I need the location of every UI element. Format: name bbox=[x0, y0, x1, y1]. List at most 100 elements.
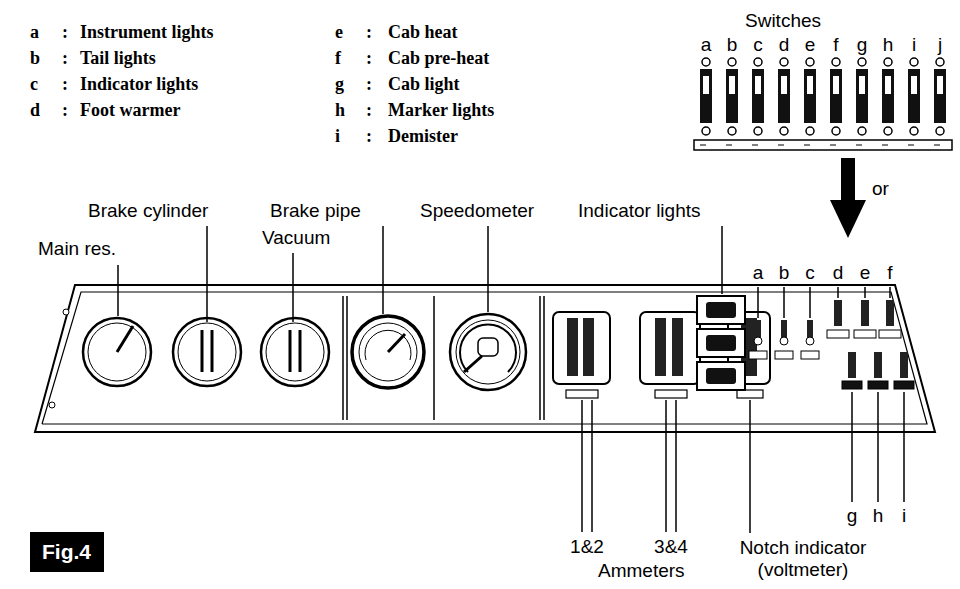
screw bbox=[858, 127, 866, 135]
label-strip bbox=[694, 140, 952, 150]
leader-line bbox=[877, 392, 879, 502]
gauge-bezel bbox=[83, 318, 151, 386]
figure-number: Fig.4 bbox=[42, 539, 92, 564]
meter-plate bbox=[566, 390, 598, 398]
screw bbox=[910, 127, 918, 135]
gauge-face bbox=[266, 323, 324, 381]
screw bbox=[728, 127, 736, 135]
toggle-plate bbox=[879, 330, 901, 338]
leader-line bbox=[757, 287, 759, 318]
toggle-plate bbox=[894, 381, 914, 389]
leader-line bbox=[591, 400, 593, 532]
divider bbox=[346, 296, 348, 420]
toggle-plate bbox=[801, 351, 819, 359]
switch-lever bbox=[833, 76, 839, 94]
key-separator: : bbox=[62, 74, 68, 95]
leader-lines bbox=[118, 226, 904, 533]
leader-line bbox=[581, 400, 583, 532]
leader-line bbox=[783, 287, 785, 318]
instrument-label: Vacuum bbox=[262, 227, 330, 249]
switch-letter: g bbox=[847, 505, 858, 527]
leader-line bbox=[809, 287, 811, 318]
screw bbox=[728, 58, 736, 66]
toggle-lever bbox=[886, 300, 894, 326]
divider bbox=[539, 296, 541, 420]
toggle-plate bbox=[775, 351, 793, 359]
gauge-needle bbox=[117, 326, 133, 352]
panel-inner-edge bbox=[42, 292, 927, 424]
switch-letter: i bbox=[912, 34, 916, 56]
switch-letter: a bbox=[701, 34, 712, 56]
toggle-plate bbox=[827, 330, 849, 338]
toggle-lever bbox=[900, 352, 908, 378]
key-separator: : bbox=[366, 74, 372, 95]
meter-scale bbox=[583, 318, 594, 376]
key-separator: : bbox=[62, 48, 68, 69]
toggle-plate bbox=[868, 381, 888, 389]
toggle-lever bbox=[781, 320, 787, 338]
switch-letter: h bbox=[873, 505, 884, 527]
leader-line bbox=[117, 265, 119, 316]
strip-marks bbox=[700, 145, 946, 146]
screw bbox=[936, 58, 944, 66]
switch-letter: e bbox=[805, 34, 816, 56]
screw bbox=[884, 58, 892, 66]
switch-letter: f bbox=[887, 262, 892, 284]
switch-slot bbox=[856, 69, 868, 123]
toggle-plate bbox=[749, 351, 767, 359]
gauge-bezel bbox=[261, 318, 329, 386]
switch-letter: e bbox=[860, 262, 871, 284]
screw bbox=[806, 58, 814, 66]
toggle-lever bbox=[807, 320, 813, 338]
indicator-light bbox=[697, 362, 745, 390]
switch-letter: g bbox=[857, 34, 868, 56]
gauge-face bbox=[88, 323, 146, 381]
switch-lever bbox=[729, 76, 735, 94]
switch-lever bbox=[755, 76, 761, 94]
screw bbox=[910, 58, 918, 66]
instrument-label: Main res. bbox=[38, 238, 116, 260]
panel-outline bbox=[35, 285, 935, 432]
instrument-label: Brake pipe bbox=[270, 200, 361, 222]
meter-scale bbox=[567, 318, 578, 376]
gauge-bezel bbox=[173, 318, 241, 386]
gauge-bezel bbox=[352, 316, 424, 388]
screw bbox=[63, 309, 69, 315]
screw bbox=[754, 58, 762, 66]
key-text: Instrument lights bbox=[80, 22, 214, 43]
key-separator: : bbox=[366, 126, 372, 147]
gauge-needle bbox=[299, 330, 302, 372]
key-letter: f bbox=[335, 48, 341, 69]
gauge-needle bbox=[211, 330, 214, 372]
instrument-label: Brake cylinder bbox=[88, 200, 208, 222]
indicator-light bbox=[697, 329, 745, 357]
key-separator: : bbox=[366, 100, 372, 121]
leader-line bbox=[665, 400, 667, 532]
divider bbox=[433, 296, 435, 420]
switch-slot bbox=[700, 69, 712, 123]
key-separator: : bbox=[62, 100, 68, 121]
speedometer-hub bbox=[478, 338, 498, 356]
figure-tag: Fig.4 bbox=[30, 532, 104, 572]
key-letter: i bbox=[335, 126, 340, 147]
screw bbox=[884, 127, 892, 135]
indicator-lens bbox=[706, 302, 736, 318]
meter-plate bbox=[655, 390, 687, 398]
gauge-face bbox=[359, 323, 417, 381]
leader-line bbox=[903, 392, 905, 502]
instrument-label: Notch indicator (voltmeter) bbox=[718, 537, 888, 581]
ammeter bbox=[553, 312, 610, 384]
key-text: Cab light bbox=[388, 74, 460, 95]
switch-letter: i bbox=[902, 505, 906, 527]
switch-letter: b bbox=[779, 262, 790, 284]
toggle-base bbox=[806, 337, 814, 345]
screw bbox=[806, 127, 814, 135]
key-text: Tail lights bbox=[80, 48, 156, 69]
switch-letter: d bbox=[779, 34, 790, 56]
switch-letter: b bbox=[727, 34, 738, 56]
switch-slot bbox=[908, 69, 920, 123]
instrument-label: Indicator lights bbox=[578, 200, 701, 222]
switch-slot bbox=[882, 69, 894, 123]
leader-line bbox=[382, 226, 384, 314]
